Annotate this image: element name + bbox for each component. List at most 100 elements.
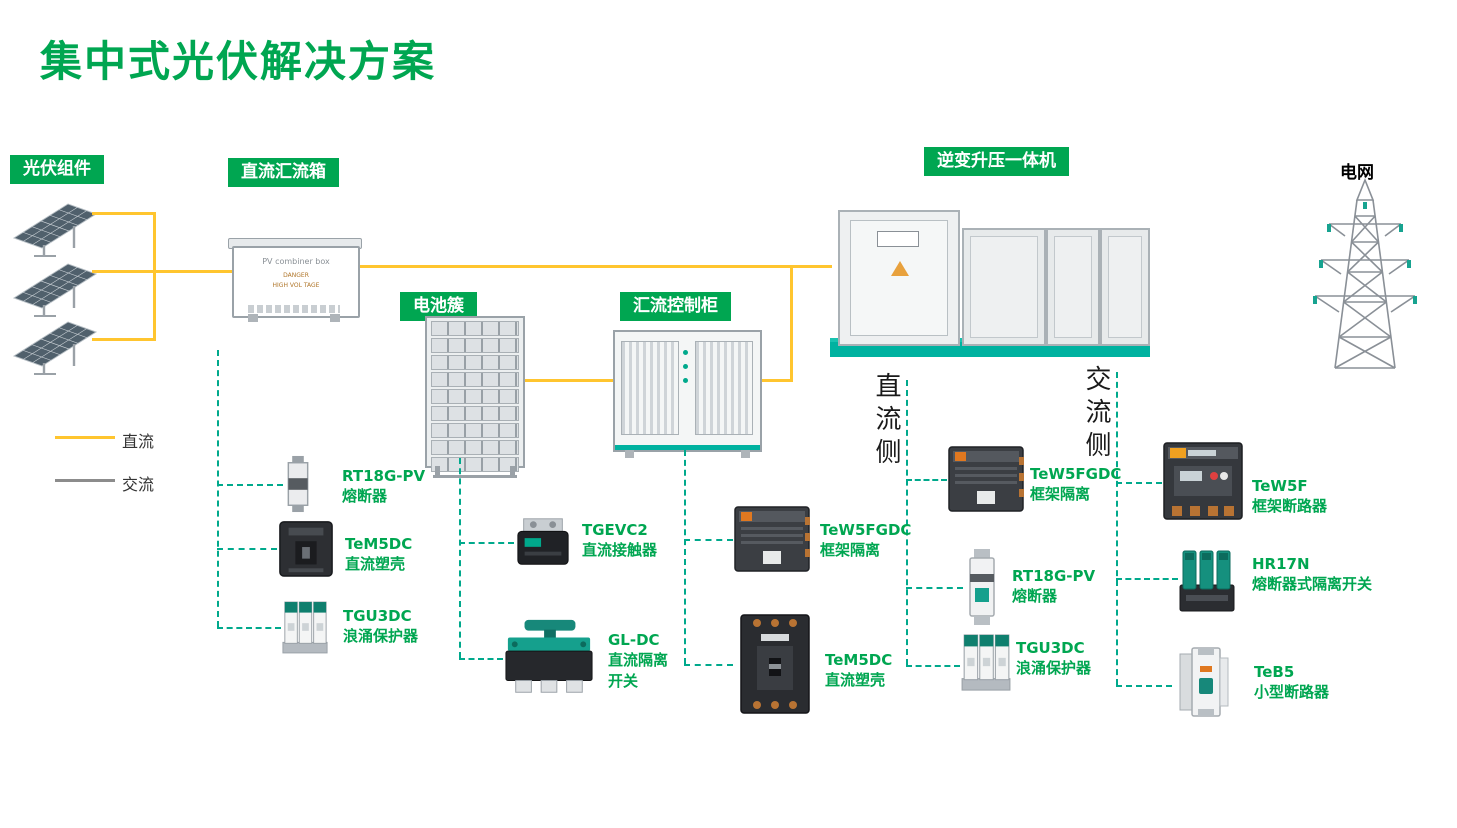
dashed-branch <box>217 627 281 629</box>
cabinet-indicator <box>683 364 688 369</box>
component-label: TGU3DC 浪涌保护器 <box>1016 638 1091 679</box>
dashed-line-ac-side-column <box>1116 372 1118 685</box>
dashed-branch <box>1116 482 1162 484</box>
component-name: TeW5FGDC <box>820 521 912 539</box>
cabinet-indicator <box>683 378 688 383</box>
legend-ac-label: 交流 <box>122 475 155 494</box>
dc-line-cabinet-junction <box>758 379 793 382</box>
cabinet-indicator <box>683 350 688 355</box>
battery-shelf <box>431 321 519 336</box>
component-name: RT18G-PV <box>342 467 426 485</box>
rack-base <box>433 475 517 478</box>
ac-side-label: 交流侧 <box>1081 365 1111 464</box>
component-name: TeM5DC <box>345 535 413 553</box>
product-image-fuse <box>283 455 313 513</box>
component-label: TeM5DC 直流塑壳 <box>345 534 412 575</box>
page-title: 集中式光伏解决方案 <box>40 37 437 86</box>
component-desc: 小型断路器 <box>1254 683 1330 702</box>
dashed-branch <box>684 664 733 666</box>
component-label: TeW5F 框架断路器 <box>1252 476 1327 517</box>
battery-shelf <box>431 338 519 353</box>
inverter-sub-cabinet <box>1100 228 1150 346</box>
battery-shelf <box>431 355 519 370</box>
component-label: HR17N 熔断器式隔离开关 <box>1252 554 1372 595</box>
component-name: TeW5FGDC <box>1030 465 1122 483</box>
label-inverter-booster: 逆变升压一体机 <box>924 147 1069 176</box>
dashed-branch <box>459 658 503 660</box>
component-label: GL-DC 直流隔离开关 <box>608 630 674 691</box>
product-image-frame-isolator <box>733 503 811 575</box>
legend-dc-line <box>55 436 115 439</box>
component-name: TeB5 <box>1254 663 1295 681</box>
label-combiner-control-cabinet: 汇流控制柜 <box>620 292 731 321</box>
cabinet-base-strip <box>615 445 760 450</box>
solar-panel-illustration <box>10 258 100 318</box>
component-desc: 框架断路器 <box>1252 497 1328 516</box>
inverter-sub-pane <box>970 236 1038 338</box>
inverter-main-cabinet <box>838 210 960 346</box>
combiner-warning-line2: HIGH VOL TAGE <box>272 281 320 289</box>
component-name: RT18G-PV <box>1012 567 1096 585</box>
product-image-fuse-switch <box>1178 543 1236 615</box>
product-image-frame-isolator <box>947 443 1025 515</box>
product-image-mccb <box>277 517 335 579</box>
rack-leg <box>510 466 515 476</box>
inverter-door <box>850 220 948 336</box>
product-image-mcb <box>1172 646 1234 718</box>
component-label: TeM5DC 直流塑壳 <box>825 650 892 691</box>
component-name: TGEVC2 <box>582 521 648 539</box>
component-desc: 浪涌保护器 <box>1016 659 1092 678</box>
product-image-spd <box>960 630 1012 694</box>
dashed-line-cabinet-column <box>684 450 686 664</box>
component-desc: 直流塑壳 <box>345 555 406 574</box>
product-image-spd <box>281 598 329 656</box>
transmission-tower-illustration <box>1313 177 1417 369</box>
rack-leg <box>435 466 440 476</box>
component-label: TeB5 小型断路器 <box>1254 662 1329 703</box>
component-label: TGEVC2 直流接触器 <box>582 520 657 561</box>
inverter-illustration <box>830 198 1152 362</box>
cabinet-door-right <box>695 341 753 435</box>
product-image-air-circuit-breaker <box>1162 438 1244 526</box>
dc-line-panel3 <box>92 338 156 341</box>
product-image-mccb-large <box>733 612 817 716</box>
component-name: TGU3DC <box>1016 639 1085 657</box>
dc-line-panel-bus <box>153 212 156 341</box>
component-name: TeW5F <box>1252 477 1308 495</box>
dashed-branch <box>1116 578 1178 580</box>
combiner-warning: DANGER HIGH VOL TAGE <box>234 271 358 290</box>
dashed-line-dc-side-column <box>906 380 908 665</box>
dc-line-panel2-to-combiner <box>92 270 232 273</box>
component-desc: 直流接触器 <box>582 541 658 560</box>
combiner-terminal-strip <box>248 305 340 313</box>
component-desc: 框架隔离 <box>820 541 881 560</box>
solar-panel-illustration <box>10 198 100 258</box>
component-desc: 直流隔离开关 <box>608 651 669 690</box>
combiner-body: PV combiner box DANGER HIGH VOL TAGE <box>232 246 360 318</box>
component-name: TeM5DC <box>825 651 893 669</box>
cabinet-foot <box>625 450 634 458</box>
dc-line-cabinet-riser <box>790 265 793 382</box>
combiner-foot <box>330 314 340 322</box>
component-desc: 直流塑壳 <box>825 671 886 690</box>
battery-shelf <box>431 440 519 455</box>
component-name: TGU3DC <box>343 607 412 625</box>
component-desc: 浪涌保护器 <box>343 627 419 646</box>
dashed-branch <box>906 665 960 667</box>
dashed-branch <box>684 539 733 541</box>
component-name: GL-DC <box>608 631 660 649</box>
battery-shelf <box>431 389 519 404</box>
cabinet-door-left <box>621 341 679 435</box>
legend-ac-line <box>55 479 115 482</box>
component-label: TGU3DC 浪涌保护器 <box>343 606 418 647</box>
inverter-sub-pane <box>1054 236 1092 338</box>
combiner-caption: PV combiner box <box>262 257 330 266</box>
dashed-branch <box>906 587 963 589</box>
component-label: TeW5FGDC 框架隔离 <box>820 520 911 561</box>
dashed-branch <box>1116 685 1172 687</box>
dc-side-label: 直流侧 <box>871 372 901 471</box>
component-desc: 框架隔离 <box>1030 485 1091 504</box>
inverter-display <box>877 231 919 247</box>
component-desc: 熔断器式隔离开关 <box>1252 575 1373 594</box>
